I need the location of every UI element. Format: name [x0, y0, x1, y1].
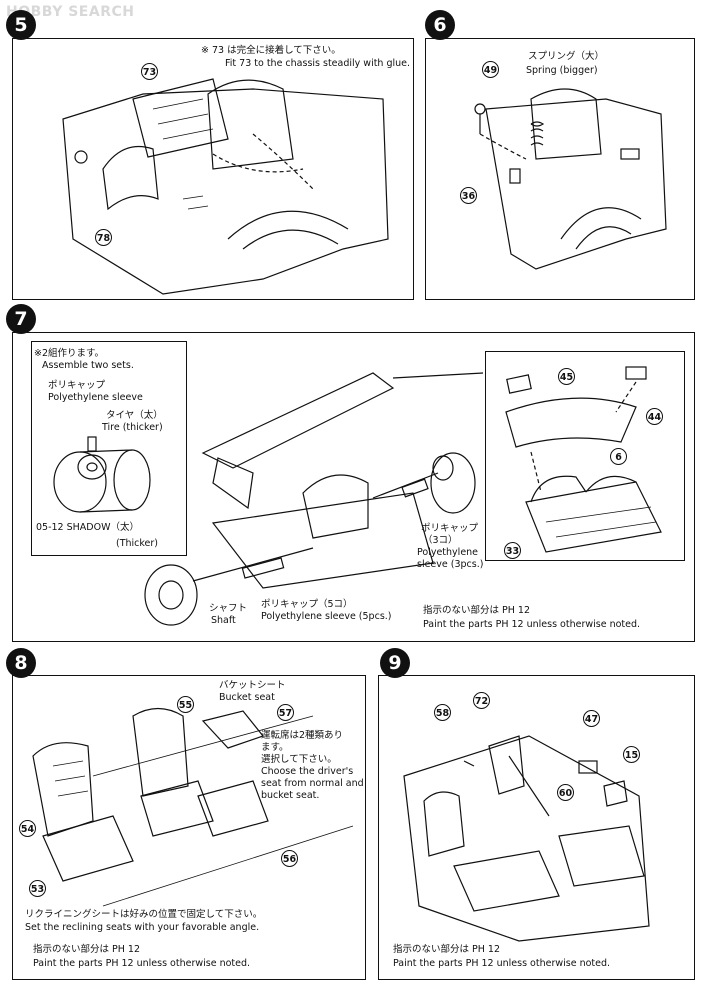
cap3-en-2: sleeve (3pcs.) — [417, 559, 484, 570]
choose-en-2: seat from normal and — [261, 778, 364, 789]
step-9-number: 9 — [380, 648, 410, 678]
step-6-number: 6 — [425, 10, 455, 40]
part-53-callout: 53 — [29, 880, 46, 897]
step-9-panel: 58 72 47 15 60 指示のない部分は PH 12 Paint the … — [378, 675, 695, 980]
recline-en: Set the reclining seats with your favora… — [25, 922, 260, 933]
cap5-en: Polyethylene sleeve (5pcs.) — [261, 611, 392, 622]
step-6-spring-jp: スプリング（大） — [528, 51, 605, 62]
choose-en-1: Choose the driver's — [261, 766, 354, 777]
suspension-illustration — [144, 372, 484, 626]
choose-en-3: bucket seat. — [261, 790, 320, 801]
part-6-callout: 6 — [610, 448, 627, 465]
part-55-callout: 55 — [177, 696, 194, 713]
cap3-count: （3コ） — [423, 535, 458, 546]
choose-jp-1: 運転席は2種類あり — [261, 730, 344, 741]
step-8-panel: バケットシート Bucket seat 運転席は2種類あり ます。 選択して下さ… — [12, 675, 366, 980]
inset-note-jp: ※2組作ります。 — [34, 348, 105, 359]
part-33-callout: 33 — [504, 542, 521, 559]
interior-tub-illustration — [403, 735, 650, 942]
part-36-callout: 36 — [460, 187, 477, 204]
part-57-callout: 57 — [277, 704, 294, 721]
inset-wheel-jp: 05-12 SHADOW（太） — [36, 522, 139, 533]
part-73-callout: 73 — [141, 63, 158, 80]
step-9-paint-en: Paint the parts PH 12 unless otherwise n… — [393, 958, 611, 969]
inset-tire-jp: タイヤ（太） — [106, 410, 163, 421]
shaft-en: Shaft — [211, 615, 236, 626]
part-15-callout: 15 — [623, 746, 640, 763]
bucket-seat-en: Bucket seat — [219, 692, 275, 703]
step-5-note-en: Fit 73 to the chassis steadily with glue… — [225, 58, 411, 69]
inset-cap-en: Polyethylene sleeve — [48, 392, 143, 403]
step-7-panel: ※2組作ります。 Assemble two sets. ポリキャップ Polye… — [12, 332, 695, 642]
step-6-panel: スプリング（大） Spring (bigger) 49 36 — [425, 38, 695, 300]
part-49-callout: 49 — [482, 61, 499, 78]
step-7-inset-box: ※2組作ります。 Assemble two sets. ポリキャップ Polye… — [31, 341, 187, 556]
inset-wheel-en: (Thicker) — [116, 538, 159, 549]
step-9-paint-jp: 指示のない部分は PH 12 — [393, 944, 501, 955]
tire-assembly-illustration — [53, 436, 151, 513]
cap3-jp: ポリキャップ — [421, 523, 479, 534]
rear-seat-illustration — [505, 366, 662, 553]
shaft-jp: シャフト — [209, 603, 248, 614]
part-72-callout: 72 — [473, 692, 490, 709]
part-47-callout: 47 — [583, 710, 600, 727]
inset-cap-jp: ポリキャップ — [48, 380, 106, 391]
cap5-jp: ポリキャップ（5コ） — [261, 599, 353, 610]
step-7-seat-inset: 45 44 6 33 — [485, 351, 685, 561]
step-8-number: 8 — [6, 648, 36, 678]
step-7-paint-jp: 指示のない部分は PH 12 — [423, 605, 531, 616]
step-7-paint-en: Paint the parts PH 12 unless otherwise n… — [423, 619, 641, 630]
part-78-callout: 78 — [95, 229, 112, 246]
choose-jp-2: ます。 — [261, 742, 289, 753]
recline-jp: リクライニングシートは好みの位置で固定して下さい。 — [25, 909, 263, 920]
inset-tire-en: Tire (thicker) — [102, 422, 163, 433]
step-5-number: 5 — [6, 10, 36, 40]
part-54-callout: 54 — [19, 820, 36, 837]
chassis-illustration — [62, 78, 389, 295]
step-5-panel: ※ 73 は完全に接着して下さい。 Fit 73 to the chassis … — [12, 38, 414, 300]
part-60-callout: 60 — [557, 784, 574, 801]
rear-chassis-illustration — [474, 88, 667, 270]
part-58-callout: 58 — [434, 704, 451, 721]
step-8-paint-en: Paint the parts PH 12 unless otherwise n… — [33, 958, 251, 969]
cap3-en-1: Polyethylene — [417, 547, 479, 558]
part-44-callout: 44 — [646, 408, 663, 425]
front-seats-illustration — [32, 707, 354, 907]
step-5-note-jp: ※ 73 は完全に接着して下さい。 — [201, 45, 341, 56]
step-7-number: 7 — [6, 304, 36, 334]
part-56-callout: 56 — [281, 850, 298, 867]
step-8-paint-jp: 指示のない部分は PH 12 — [33, 944, 141, 955]
inset-note-en: Assemble two sets. — [42, 360, 134, 371]
bucket-seat-jp: バケットシート — [219, 680, 286, 691]
step-6-spring-en: Spring (bigger) — [526, 65, 598, 76]
part-45-callout: 45 — [558, 368, 575, 385]
choose-jp-3: 選択して下さい。 — [261, 754, 337, 765]
